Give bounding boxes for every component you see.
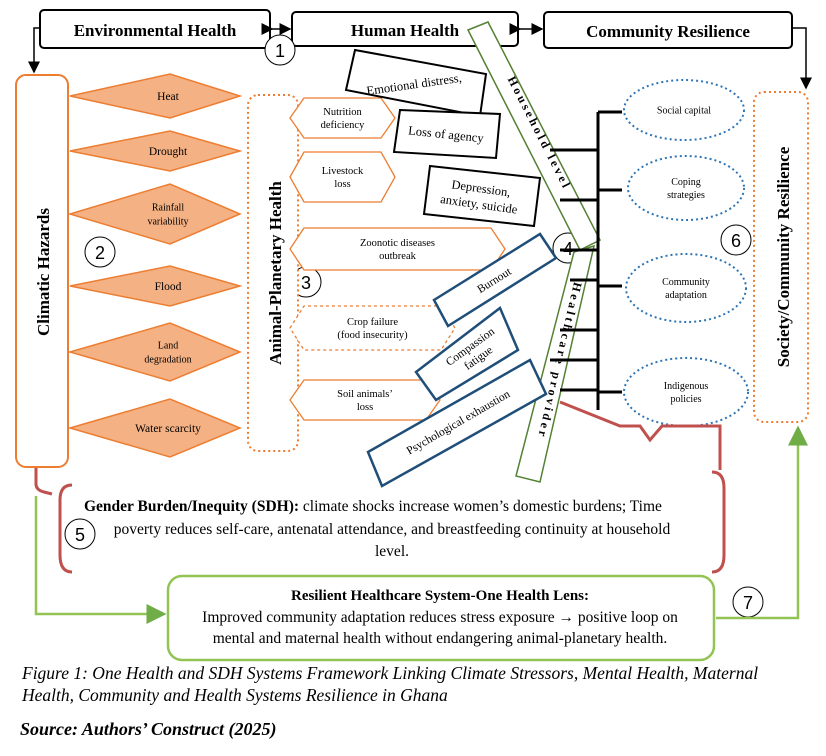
item-text: Rainfall (152, 203, 184, 214)
red-brace-hazards (34, 468, 53, 496)
animal-impact-list: NutritiondeficiencyLivestocklossZoonotic… (289, 97, 506, 421)
item-text: Water scarcity (135, 423, 201, 435)
svg-text:3: 3 (301, 273, 311, 293)
item-text: Social capital (657, 106, 711, 117)
hazard-rainfall-variability: Rainfall variability (67, 183, 242, 245)
resilience-social-capital: Social capital (623, 79, 745, 141)
climatic-hazards-label: Climatic Hazards (34, 208, 53, 336)
header-arrow-community-society (792, 27, 812, 90)
item-text: Drought (149, 146, 188, 158)
item-text: Crop failure (347, 317, 398, 328)
marker-6: 6 (720, 224, 752, 256)
resilient-healthcare-line-1: Improved community adaptation reduces st… (202, 609, 678, 626)
green-arrow-right (716, 425, 808, 620)
svg-text:Gender Burden/Inequity (SDH):: Gender Burden/Inequity (SDH): climate sh… (84, 498, 662, 515)
marker-2: 2 (84, 236, 116, 268)
item-text: Heat (157, 91, 180, 103)
hazard-land-degradation: Land degradation (67, 322, 242, 382)
human-health-label: Human Health (351, 21, 460, 40)
resilient-healthcare-box: Resilient Healthcare System-One Health L… (166, 574, 716, 662)
community-resilience-label: Community Resilience (586, 22, 750, 41)
mental-health-loss-of-agency: Loss of agency (392, 108, 502, 160)
community-resilience-box: Community Resilience (543, 11, 793, 49)
svg-text:5: 5 (75, 525, 85, 545)
hazard-water-scarcity: Water scarcity (67, 398, 242, 458)
environmental-health-box: Environmental Health (39, 9, 271, 49)
marker-5: 5 (64, 518, 96, 550)
animal-impact-livestock: Livestock loss (289, 151, 396, 203)
header-arrow-env-hazards (28, 27, 40, 74)
svg-text:7: 7 (743, 593, 753, 613)
item-text: policies (670, 394, 701, 405)
item-text: degradation (144, 355, 191, 366)
society-resilience-column: Society/Community Resilience (753, 91, 809, 423)
hazard-drought: Drought (69, 130, 243, 172)
item-text: Zoonotic diseases (360, 238, 435, 249)
animal-impact-nutrition: Nutrition deficiency (289, 97, 396, 139)
item-text: deficiency (321, 120, 365, 131)
item-text: Coping (671, 177, 700, 188)
item-text: outbreak (379, 251, 416, 262)
svg-text:6: 6 (731, 231, 741, 251)
svg-text:1: 1 (275, 41, 285, 61)
resilience-connector (550, 110, 622, 410)
item-text: (food insecurity) (337, 330, 408, 341)
figure-source: Source: Authors’ Construct (2025) (20, 719, 277, 739)
item-text: Flood (155, 281, 182, 293)
hazard-flood: Flood (69, 265, 243, 307)
item-text: variability (147, 217, 188, 228)
item-text: loss (357, 402, 373, 413)
item-text: Livestock (322, 166, 364, 177)
item-text: Soil animals’ (337, 389, 393, 400)
resilience-indigenous-policies: Indigenous policies (623, 357, 749, 427)
resilient-healthcare-title: Resilient Healthcare System-One Health L… (291, 588, 589, 604)
gender-burden-line-3: level. (375, 543, 409, 560)
item-text: Community (662, 277, 710, 288)
environmental-health-label: Environmental Health (74, 21, 237, 40)
figure-caption: Figure 1: One Health and SDH Systems Fra… (22, 663, 759, 705)
marker-7: 7 (732, 586, 764, 618)
green-arrow-left (34, 496, 167, 624)
gender-burden-line-2: poverty reduces self-care, antenatal att… (114, 521, 671, 538)
mental-health-depression-: Depression,anxiety, suicide (422, 164, 542, 228)
hazard-heat: Heat (69, 73, 243, 119)
resilience-coping-strategies: Coping strategies (627, 155, 745, 221)
mental-health-list: Emotional distress,Loss of agencyDepress… (344, 48, 542, 228)
item-text: loss (334, 179, 350, 190)
red-brace-provider (559, 400, 722, 470)
animal-impact-zoonotic-diseases: Zoonotic diseases outbreak (289, 227, 506, 271)
item-text: adaptation (665, 290, 707, 301)
item-text: Nutrition (323, 107, 362, 118)
animal-planetary-column: Animal-Planetary Health (247, 94, 299, 452)
society-resilience-label: Society/Community Resilience (774, 146, 793, 367)
gender-burden-line-1: climate shocks increase women’s domestic… (299, 498, 662, 515)
item-text: Land (158, 341, 179, 352)
item-text: strategies (667, 190, 705, 201)
svg-text:2: 2 (95, 243, 105, 263)
gender-burden-title: Gender Burden/Inequity (SDH): (84, 498, 299, 515)
animal-impact-soil-animals-: Soil animals’ loss (289, 379, 441, 421)
animal-impact-crop-failure: Crop failure (food insecurity) (289, 305, 456, 351)
item-text: Indigenous (664, 381, 709, 392)
marker-1: 1 (264, 34, 296, 66)
animal-planetary-label: Animal-Planetary Health (266, 181, 285, 365)
gender-burden-box: Gender Burden/Inequity (SDH): climate sh… (58, 470, 726, 574)
resilience-community-adaptation: Community adaptation (625, 253, 747, 323)
climatic-hazards-column: Climatic Hazards (15, 74, 69, 468)
resilient-healthcare-line-2: mental and maternal health without endan… (213, 630, 668, 647)
